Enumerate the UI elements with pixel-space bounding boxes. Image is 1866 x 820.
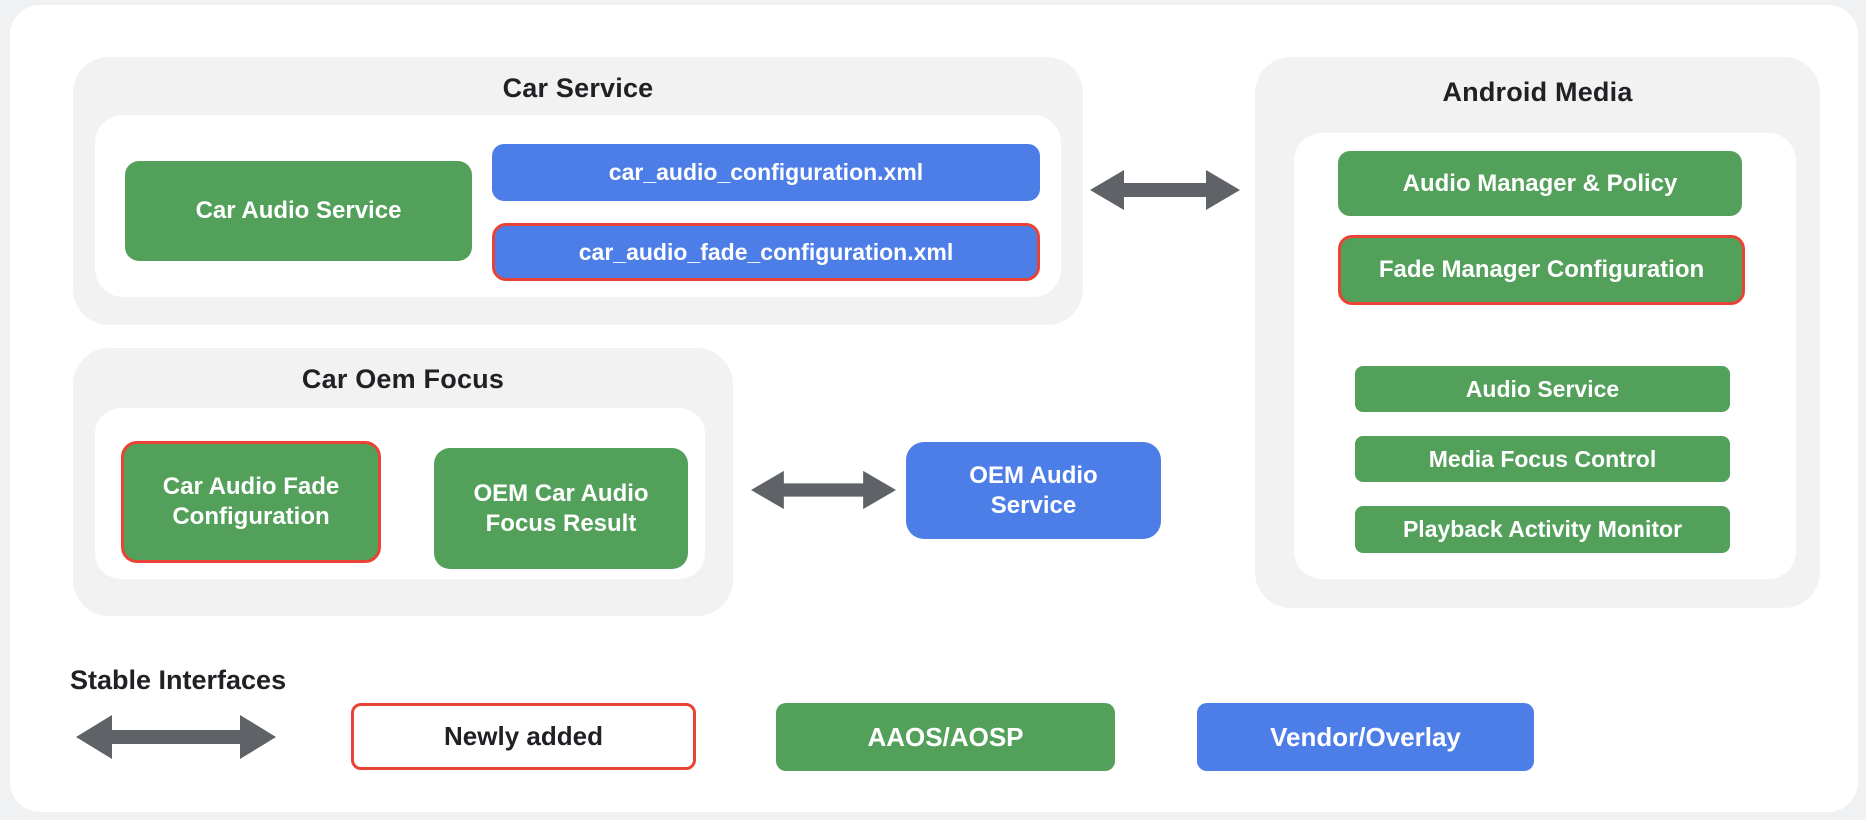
car-audio-fade-configuration-xml-node: car_audio_fade_configuration.xml	[492, 223, 1040, 281]
car-audio-service-node: Car Audio Service	[125, 161, 472, 261]
car-oem-focus-title: Car Oem Focus	[301, 364, 505, 394]
bidirectional-arrow-icon	[76, 713, 276, 761]
android-media-title: Android Media	[1442, 77, 1633, 107]
android-media-group: Android Media Audio Manager & Policy Fad…	[1255, 57, 1820, 608]
bidirectional-arrow-icon	[1090, 168, 1240, 212]
playback-activity-monitor-node: Playback Activity Monitor	[1355, 506, 1730, 553]
car-oem-focus-inner-panel: Car Audio Fade Configuration OEM Car Aud…	[95, 408, 705, 579]
legend-vendor-overlay: Vendor/Overlay	[1197, 703, 1534, 771]
stable-interfaces-label: Stable Interfaces	[70, 665, 287, 695]
android-media-inner-panel: Audio Manager & Policy Fade Manager Conf…	[1294, 133, 1796, 579]
oem-audio-service-node: OEM Audio Service	[906, 442, 1161, 539]
bidirectional-arrow-icon	[751, 469, 896, 511]
audio-manager-policy-node: Audio Manager & Policy	[1338, 151, 1742, 216]
car-service-inner-panel: Car Audio Service car_audio_configuratio…	[95, 115, 1061, 297]
legend-aaos-aosp: AAOS/AOSP	[776, 703, 1115, 771]
media-focus-control-node: Media Focus Control	[1355, 436, 1730, 482]
legend-newly-added: Newly added	[351, 703, 696, 770]
fade-manager-configuration-node: Fade Manager Configuration	[1338, 235, 1745, 305]
car-service-group: Car Service Car Audio Service car_audio_…	[73, 57, 1083, 325]
car-oem-focus-group: Car Oem Focus Car Audio Fade Configurati…	[73, 348, 733, 616]
car-audio-configuration-xml-node: car_audio_configuration.xml	[492, 144, 1040, 201]
car-service-title: Car Service	[502, 73, 654, 103]
oem-car-audio-focus-result-node: OEM Car Audio Focus Result	[434, 448, 688, 569]
car-audio-fade-configuration-node: Car Audio Fade Configuration	[121, 441, 381, 563]
audio-service-node: Audio Service	[1355, 366, 1730, 412]
